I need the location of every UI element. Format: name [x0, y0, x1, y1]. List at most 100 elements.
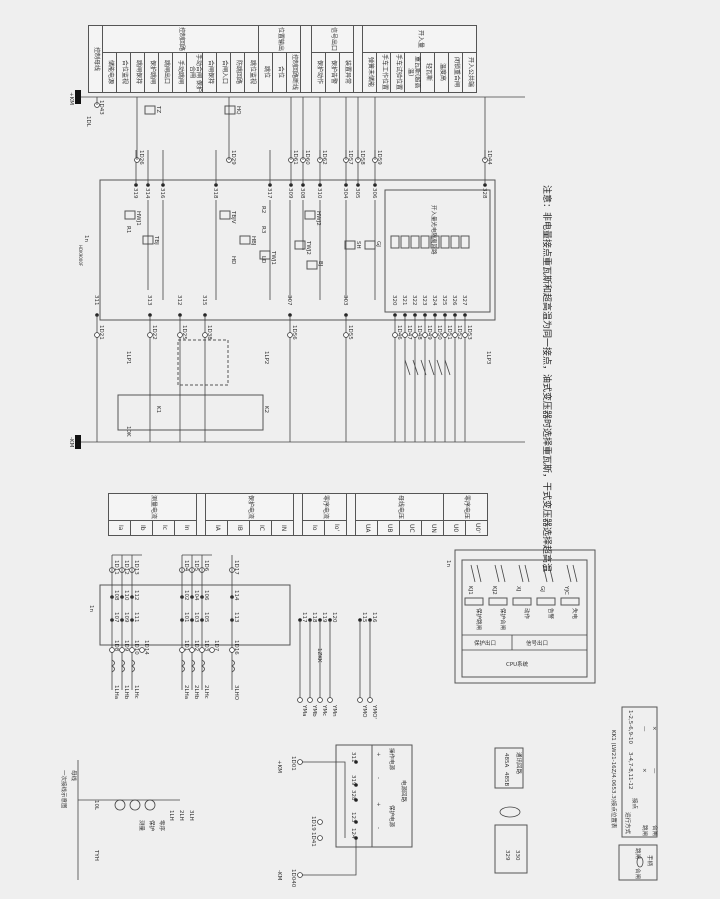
terminal-label: 1D60: [304, 150, 310, 165]
primary-label: 2LH: [178, 810, 184, 821]
top-function-table: 控制母线 控制回路 位置输出 信号出口 开入量 储能电源合位监视跳闸保持保护跳闸…: [88, 25, 478, 93]
power-km-label: +KM: [276, 760, 282, 773]
cpu-relay-coil-icon: [560, 597, 580, 606]
cpu-relay-coil-icon: [464, 597, 484, 606]
device-model: HDK9000F: [78, 245, 83, 267]
terminal-label: 1D62: [321, 150, 327, 165]
relay-coil-icon: [294, 240, 306, 250]
terminal-label: 308: [299, 188, 305, 199]
measurement-item: IB: [235, 525, 243, 531]
terminal-label: 118: [311, 612, 317, 623]
terminal-label: 319: [132, 188, 138, 199]
terminal-label: 322: [411, 295, 417, 306]
terminal-label: 1D53: [466, 325, 472, 340]
primary-label: 10L: [93, 800, 99, 811]
switch-header: 接点: [631, 798, 639, 810]
inputs-item: 闭锁重合闸: [453, 57, 461, 88]
ct-label: 1LHa: [113, 685, 119, 699]
measurement-item: IA: [213, 525, 221, 531]
optocoupler-icon: [390, 235, 400, 249]
terminal-label: 324: [431, 295, 437, 306]
terminal-label: 313: [146, 295, 152, 306]
component-label: K2: [263, 406, 269, 413]
switch-cell: 跳闸: [641, 825, 649, 836]
terminal-label: 110: [123, 590, 129, 601]
terminal-label: 306: [371, 188, 377, 199]
ct-coil-icon: [201, 659, 205, 673]
pt-label: YMc: [321, 704, 327, 716]
measurement-item: UN: [429, 523, 437, 533]
control-item: 防跳回路: [234, 60, 242, 85]
primary-label: 保护: [148, 820, 156, 832]
bus-label: 控制母线: [92, 46, 100, 71]
optocoupler-icon: [450, 235, 460, 249]
relay-coil-icon: [144, 105, 156, 115]
terminal-block: [297, 872, 303, 878]
signal-header: 信号出口: [329, 26, 337, 51]
relay-coil-icon: [306, 260, 318, 270]
terminal-label: 109: [123, 612, 129, 623]
control-item: 跳闸出口: [162, 60, 170, 85]
terminal-label: 1D6: [203, 560, 209, 572]
ct-label: 2LHb: [193, 685, 199, 700]
ct-label: 1LHc: [133, 685, 139, 699]
optocoupler-label: 开入量光电隔离回路: [430, 205, 438, 255]
position-header: 位置输出: [276, 26, 284, 51]
terminal-label: 114: [233, 590, 239, 601]
terminal-label: 1D43: [98, 100, 104, 115]
terminal-label: 317: [266, 188, 272, 199]
cpu-relay-code: KJ1: [467, 586, 473, 595]
inputs-header: 开入量: [417, 29, 425, 48]
pt-label: YMa: [301, 704, 307, 716]
terminal-label: 101: [183, 612, 189, 623]
ct-device-box: [99, 584, 291, 646]
primary-label: 1LH: [168, 810, 174, 821]
switch-header: 3-4,7-8,11-12: [627, 752, 633, 789]
terminal-label: 120: [331, 612, 337, 623]
terminal-label: 320: [391, 295, 397, 306]
cpu-port-1: 保护出口: [474, 639, 496, 647]
control-item: 合闸保持: [206, 60, 214, 85]
component-label: HWJ2: [315, 211, 321, 226]
component-label: 10K: [125, 426, 131, 437]
terminal-label: 1D55: [347, 325, 353, 340]
component-label: HBJ: [250, 236, 256, 246]
terminal-block: [209, 647, 215, 653]
terminal-label: 315: [201, 295, 207, 306]
terminal-label: 1D10: [133, 640, 139, 655]
switch-cell: —: [651, 768, 657, 774]
optocoupler-icon: [420, 235, 430, 249]
cpu-relay-code: YJC: [563, 585, 569, 595]
cpu-label: CPU系统: [506, 660, 529, 668]
terminal-label: 119: [321, 612, 327, 623]
terminal-label: 104: [193, 590, 199, 601]
device-box: [99, 179, 496, 321]
terminal-label: 1D52: [456, 325, 462, 340]
terminal-label: 305: [354, 188, 360, 199]
cpu-relay-label: 保护合闸: [499, 608, 507, 630]
component-label: SH: [355, 241, 361, 249]
terminal-block: [307, 697, 313, 703]
comm-port-a: 485A: [503, 753, 509, 767]
component-label: R3: [260, 226, 266, 234]
terminal-block: [287, 332, 293, 338]
terminal-block: [452, 332, 458, 338]
power-sub-2: 保护电源: [388, 805, 396, 828]
measurement-group-title: 零序电压: [462, 494, 470, 519]
terminal-label: 102: [183, 590, 189, 601]
ct-coil-icon: [131, 659, 135, 673]
cpu-relay-code: XJ: [515, 586, 521, 592]
cpu-relay-label: 告警: [547, 608, 555, 620]
relay-coil-icon: [364, 240, 376, 250]
component-label: 1LP3: [485, 351, 491, 365]
terminal-label: 1D56: [291, 325, 297, 340]
switch-cell: ×: [651, 726, 657, 731]
terminal-label: 328: [350, 790, 356, 801]
power-sign: +: [375, 752, 381, 757]
ct-circle-icon: [144, 799, 156, 811]
terminal-dot: [354, 798, 358, 802]
terminal-block: [317, 835, 323, 841]
power-sign: -: [375, 777, 381, 779]
